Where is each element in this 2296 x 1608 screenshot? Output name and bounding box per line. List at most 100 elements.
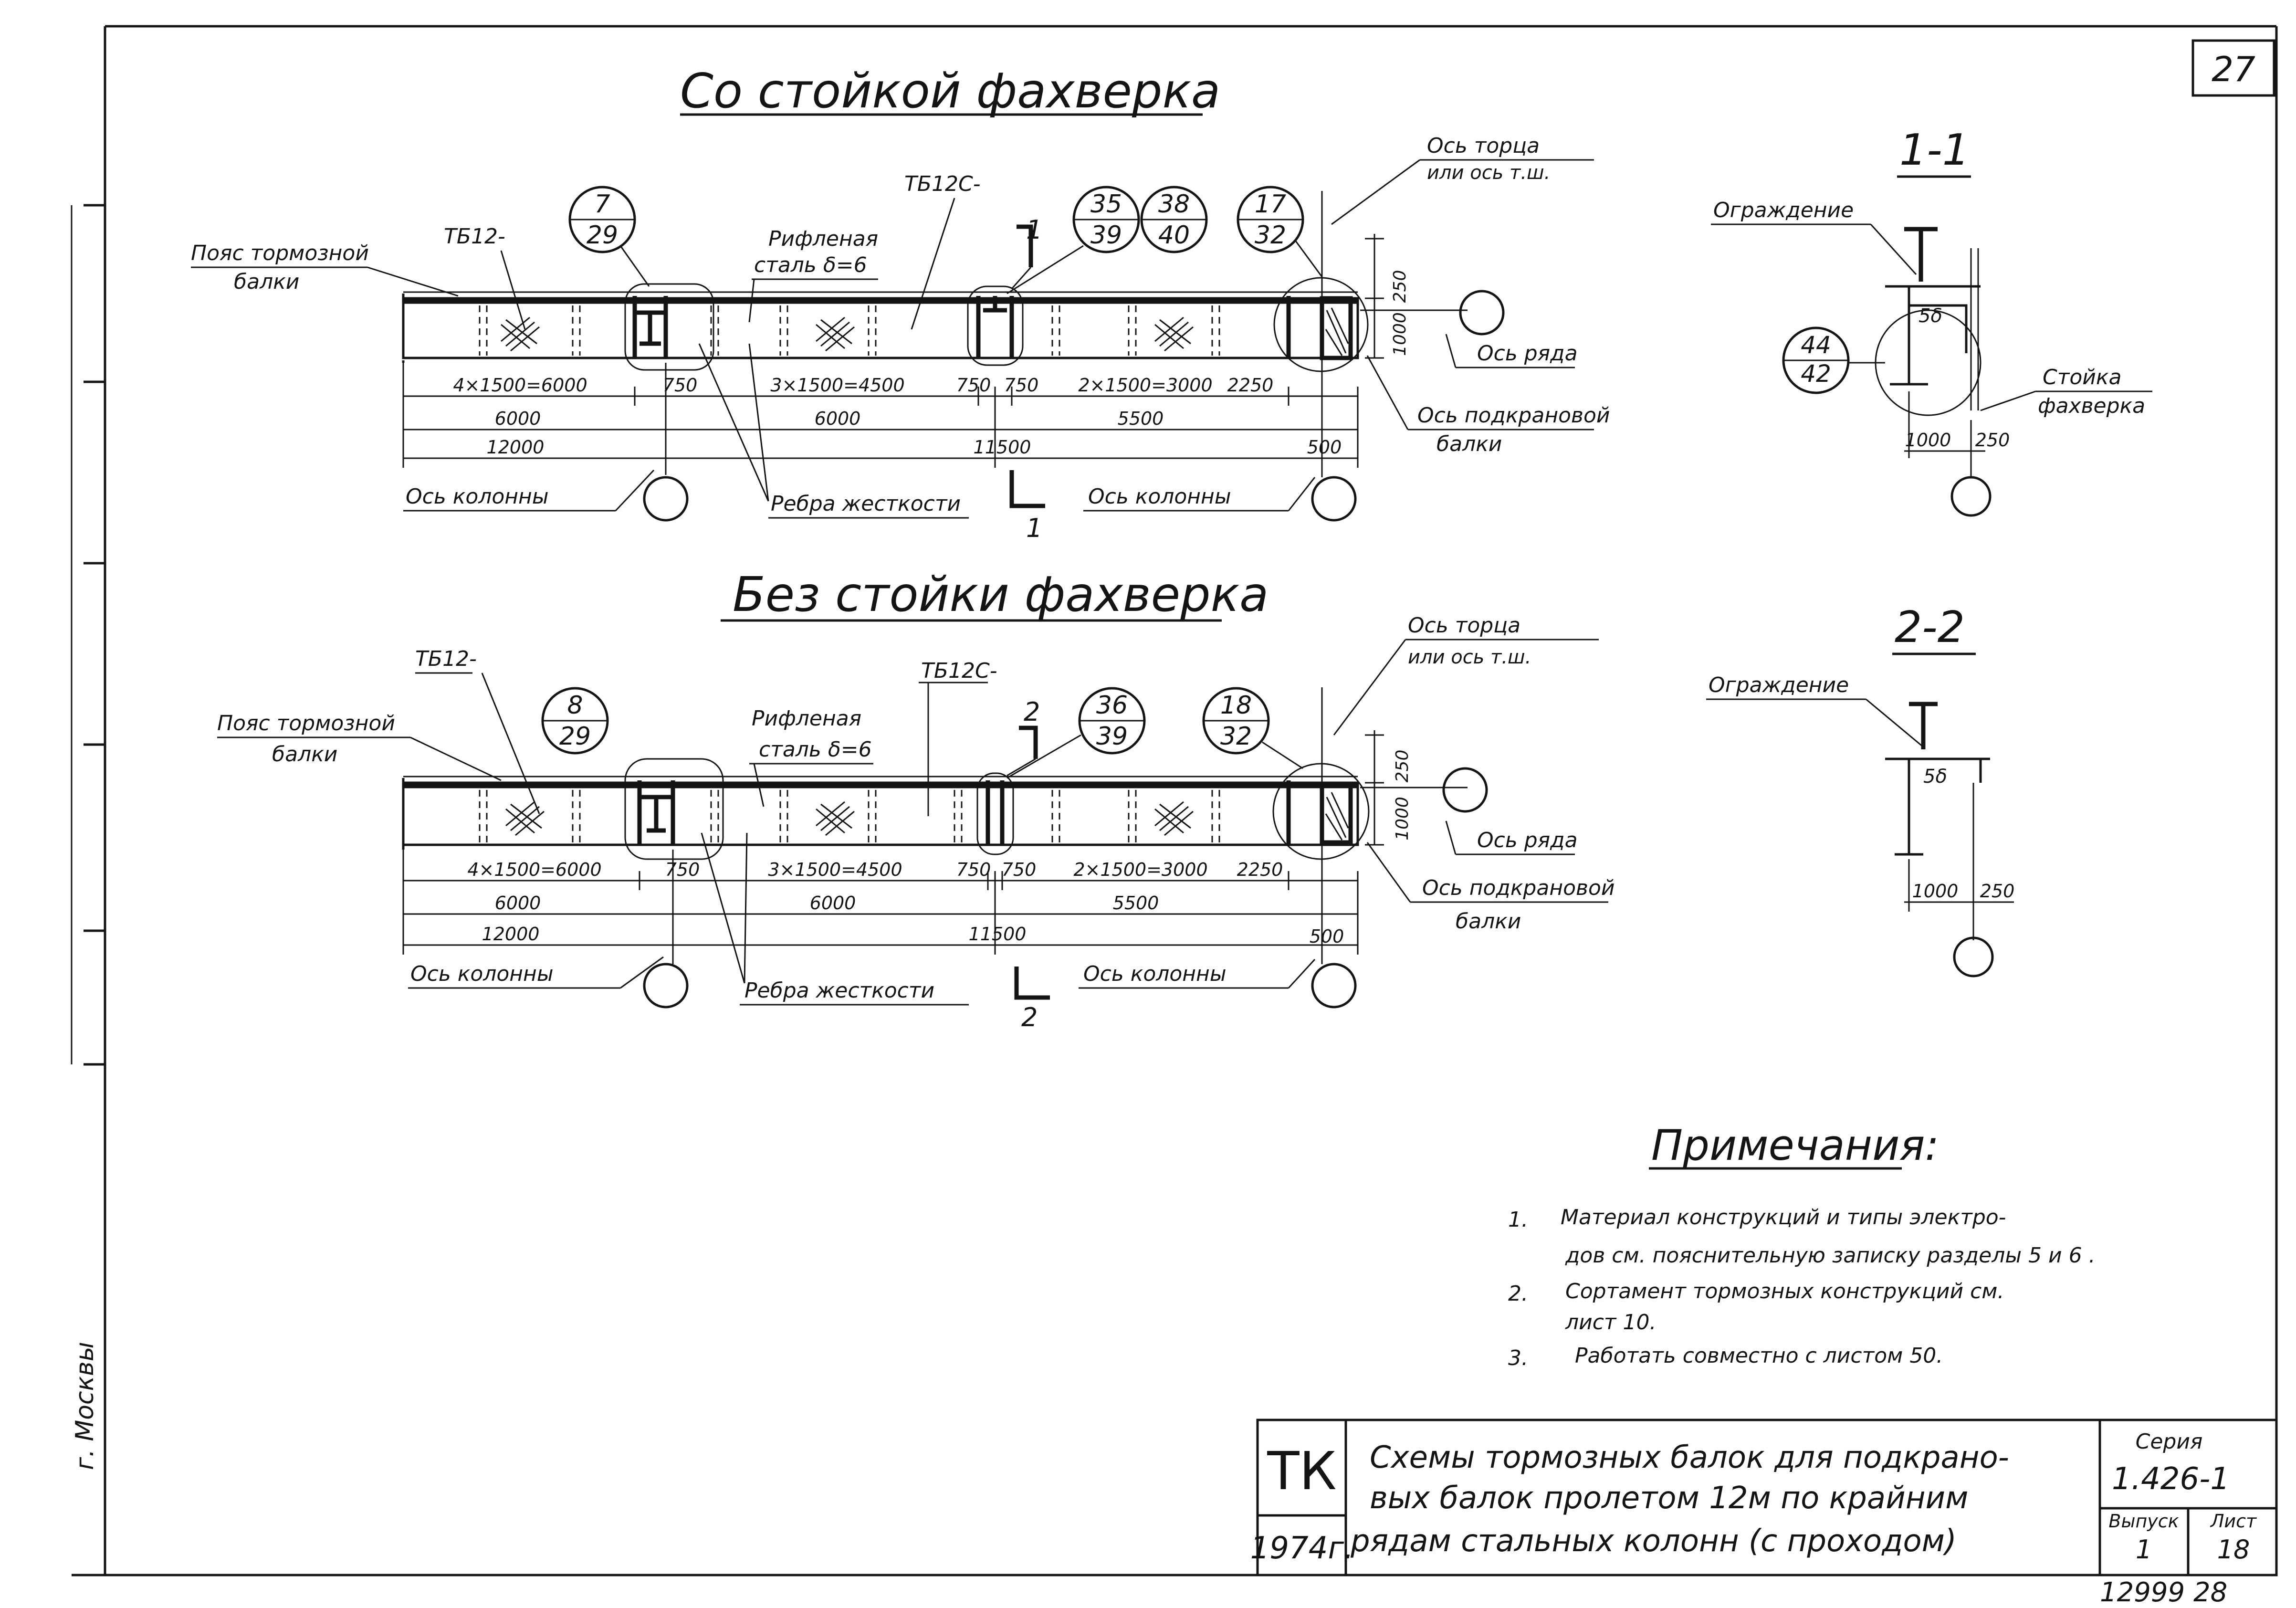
top-title: Со стойкой фахверка <box>680 63 1220 119</box>
top-belt-label-2: балки <box>234 270 299 294</box>
note-2-num: 2. <box>1508 1282 1528 1306</box>
section-1-1-callout-top: 44 <box>1801 331 1831 359</box>
top-dim-h2: 1000 <box>1390 312 1410 356</box>
top-callout-2-bottom: 39 <box>1090 221 1122 250</box>
margin-note: г. Москвы <box>71 1342 99 1470</box>
top-callout-4-bottom: 32 <box>1255 221 1286 250</box>
title-block-year: 1974г. <box>1250 1531 1354 1566</box>
title-block: ТК 1974г. Схемы тормозных балок для подк… <box>1250 1419 2278 1576</box>
top-dim-d3: 3×1500=4500 <box>770 375 904 396</box>
top-dim-r3b: 11500 <box>974 437 1031 458</box>
bottom-axis-row: Ось ряда <box>1477 828 1578 852</box>
top-callout-2-top: 35 <box>1090 190 1122 219</box>
section-2-2-fence: Ограждение <box>1709 673 1849 697</box>
bottom-plate-label-1: Рифленая <box>752 706 861 731</box>
sheet-frame <box>72 25 2278 1576</box>
bottom-callout-1-bottom: 29 <box>559 722 591 751</box>
top-axis-row: Ось ряда <box>1477 341 1578 366</box>
note-3-num: 3. <box>1508 1346 1528 1370</box>
bottom-dim-d1: 4×1500=6000 <box>467 859 601 880</box>
bottom-belt-label-1: Пояс тормозной <box>217 711 395 736</box>
bottom-dim-d2: 750 <box>665 859 700 880</box>
top-dim-d5: 750 <box>1004 375 1039 396</box>
title-block-sheet-label: Лист <box>2210 1511 2257 1532</box>
title-block-line1: Схемы тормозных балок для подкрано- <box>1370 1440 2009 1475</box>
bottom-belt-label-2: балки <box>272 742 337 767</box>
top-dim-d1: 4×1500=6000 <box>453 375 587 396</box>
section-2-2-plate: 5δ <box>1923 766 1947 788</box>
bottom-callout-3: 18 32 <box>1202 687 1303 769</box>
title-block-series-value: 1.426-1 <box>2112 1461 2230 1497</box>
top-axis-end-1: Ось торца <box>1427 134 1540 158</box>
bottom-dim-d7: 2250 <box>1237 859 1283 880</box>
note-2-line1: Сортамент тормозных конструкций см. <box>1565 1279 2004 1303</box>
bottom-beam <box>402 758 1370 860</box>
top-axis-column-left: Ось колонны <box>406 484 549 509</box>
note-2-line2: лист 10. <box>1565 1310 1656 1335</box>
bottom-callout-2: 36 39 <box>1006 687 1146 779</box>
top-callout-1: 7 29 <box>568 186 650 287</box>
bottom-dim-d3: 3×1500=4500 <box>768 859 902 880</box>
title-block-line3: рядам стальных колонн (с проходом) <box>1350 1524 1957 1559</box>
bottom-dim-r2c: 5500 <box>1113 893 1159 914</box>
notes-title: Примечания: <box>1651 1121 1939 1170</box>
bottom-axis-crane-2: балки <box>1456 909 1521 934</box>
bottom-number: 12999 28 <box>2100 1577 2227 1608</box>
section-1-1-callout-bottom: 42 <box>1801 360 1831 388</box>
note-3-line1: Работать совместно с листом 50. <box>1575 1344 1943 1368</box>
top-beam <box>402 277 1369 372</box>
note-1-line1: Материал конструкций и типы электро- <box>1561 1205 2006 1230</box>
title-block-issue-value: 1 <box>2136 1534 2152 1565</box>
top-dim-r2a: 6000 <box>495 408 541 429</box>
bottom-plate-label-2: сталь δ=6 <box>759 737 872 762</box>
top-plate-label-2: сталь δ=6 <box>754 253 867 277</box>
bottom-axis-crane-1: Ось подкрановой <box>1422 876 1615 900</box>
bottom-dim-d4: 750 <box>956 859 991 880</box>
section-1-1-title: 1-1 <box>1899 125 1970 175</box>
bottom-tb12-label: ТБ12- <box>415 647 477 671</box>
top-dim-r2c: 5500 <box>1118 408 1164 429</box>
bottom-dimensions: 4×1500=6000 750 3×1500=4500 750 750 2×15… <box>402 730 1412 955</box>
section-1-1-dim-a: 1000 <box>1905 430 1951 451</box>
top-dim-r3a: 12000 <box>487 437 545 458</box>
top-dimensions: 4×1500=6000 750 3×1500=4500 750 750 2×15… <box>402 234 1410 468</box>
top-axis-end-2: или ось т.ш. <box>1427 162 1550 184</box>
top-plate-label-1: Рифленая <box>768 227 878 251</box>
top-dim-d6: 2×1500=3000 <box>1078 375 1212 396</box>
section-1-1-plate: 5δ <box>1919 305 1942 327</box>
section-1-1-post-1: Стойка <box>2043 365 2121 389</box>
top-callout-3-top: 38 <box>1158 190 1190 219</box>
bottom-callout-3-top: 18 <box>1220 691 1252 720</box>
bottom-dim-r3c: 500 <box>1310 926 1344 947</box>
bottom-section-mark-lower: 2 <box>1021 1002 1038 1032</box>
section-2-2: 2-2 Ограждение 5δ 1000 250 <box>1706 602 2015 977</box>
bottom-dim-r3b: 11500 <box>969 924 1027 945</box>
section-1-1: 1-1 Ограждение 5δ 44 42 Стойка фахверка … <box>1711 125 2152 517</box>
section-2-2-dim-a: 1000 <box>1912 881 1959 902</box>
top-callout-3-bottom: 40 <box>1158 221 1190 250</box>
bottom-axis-column-right: Ось колонны <box>1083 962 1227 986</box>
title-block-line2: вых балок пролетом 12м по крайним <box>1370 1481 1968 1516</box>
bottom-tb12c-label: ТБ12С- <box>921 659 997 683</box>
bottom-axis-column-left: Ось колонны <box>410 962 554 986</box>
top-callout-4-top: 17 <box>1255 190 1286 219</box>
bottom-axis-end-1: Ось торца <box>1408 613 1520 638</box>
top-axis-crane-2: балки <box>1436 432 1502 456</box>
title-block-org: ТК <box>1267 1440 1336 1502</box>
bottom-drawing: Без стойки фахверка <box>217 567 1615 1032</box>
top-tb12-label: ТБ12- <box>444 224 505 249</box>
bottom-callout-1: 8 29 <box>541 687 609 755</box>
bottom-dim-d6: 2×1500=3000 <box>1073 859 1207 880</box>
bottom-ribs-label: Ребра жесткости <box>744 978 934 1003</box>
top-section-mark-lower: 1 <box>1026 513 1042 543</box>
margin-binding-marks <box>71 204 105 1066</box>
top-dim-r3c: 500 <box>1307 437 1342 458</box>
section-2-2-dim-b: 250 <box>1980 881 2015 902</box>
top-axis-crane-1: Ось подкрановой <box>1417 403 1610 428</box>
bottom-callout-2-bottom: 39 <box>1096 722 1128 751</box>
bottom-dim-r2a: 6000 <box>495 893 541 914</box>
note-1-line2: дов см. пояснительную записку разделы 5 … <box>1565 1243 2096 1268</box>
top-callout-1-bottom: 29 <box>587 221 618 250</box>
section-2-2-title: 2-2 <box>1895 602 1965 652</box>
section-1-1-fence: Ограждение <box>1713 198 1854 222</box>
